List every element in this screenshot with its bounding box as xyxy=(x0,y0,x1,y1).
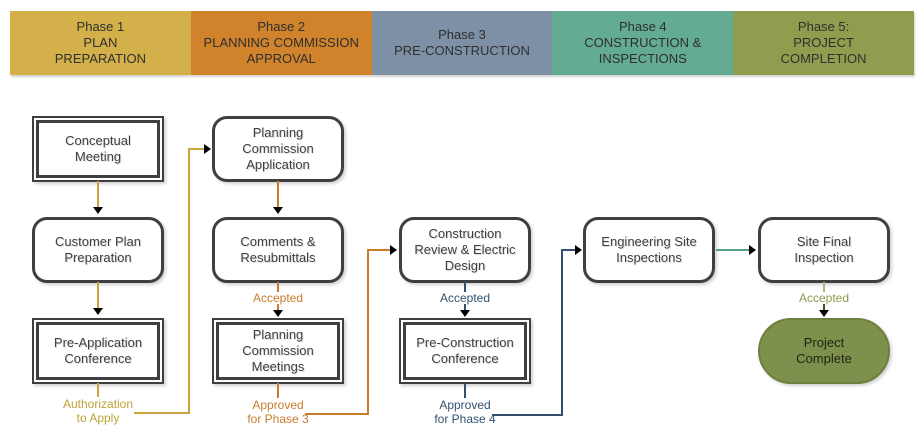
phase-band-5-line1: Phase 5: xyxy=(797,19,850,34)
connector-approved-p3-vertical xyxy=(367,249,369,415)
connector-approved-p3-horizontal xyxy=(305,413,369,415)
connector-sitefinal-to-accepted xyxy=(823,282,825,292)
label-approved-p3-line1: Approved xyxy=(252,398,304,412)
connector-application-to-comments xyxy=(277,181,279,207)
node-pre-construction-conference: Pre-Construction Conference xyxy=(399,318,531,384)
phase-band-3-line2: PRE-CONSTRUCTION xyxy=(394,43,530,58)
arrow-down-icon xyxy=(93,308,103,315)
label-authorization-line2: to Apply xyxy=(76,411,120,425)
phase-band-1: Phase 1 PLAN PREPARATION xyxy=(10,11,191,75)
phase-band-3-line1: Phase 3 xyxy=(438,27,486,42)
phase-band-1-line3: PREPARATION xyxy=(54,51,147,66)
connector-preconstruction-to-approved xyxy=(464,383,466,398)
node-pre-application-conference-label: Pre-Application Conference xyxy=(36,322,160,380)
label-approved-p4-line1: Approved xyxy=(439,398,491,412)
arrow-down-icon xyxy=(460,310,470,317)
node-engineering-site-inspections: Engineering Site Inspections xyxy=(583,217,715,283)
phase-header: Phase 1 PLAN PREPARATION Phase 2 PLANNIN… xyxy=(10,11,914,75)
connector-authorization-vertical xyxy=(188,148,190,414)
label-approved-for-phase-3: Approved for Phase 3 xyxy=(226,398,330,426)
phase-band-2-line3: APPROVAL xyxy=(246,51,316,66)
connector-preapp-to-authorization xyxy=(97,383,99,397)
phase-band-1-line1: Phase 1 xyxy=(76,19,125,34)
label-approved-p4-line2: for Phase 4 xyxy=(434,412,496,426)
arrow-down-icon xyxy=(273,310,283,317)
node-planning-commission-meetings: Planning Commission Meetings xyxy=(212,318,344,384)
connector-engineering-to-sitefinal xyxy=(716,249,750,251)
connector-into-construction-review xyxy=(369,249,390,251)
phase-band-5-line2: PROJECT xyxy=(793,35,854,50)
node-project-complete: Project Complete xyxy=(758,318,890,384)
connector-accepted-to-preconstruction xyxy=(464,304,466,310)
phase-band-2-line1: Phase 2 xyxy=(257,19,306,34)
connector-accepted-to-meetings xyxy=(277,304,279,310)
label-authorization-line1: Authorization xyxy=(62,397,134,411)
connector-approved-p4-horizontal xyxy=(492,414,563,416)
label-approved-p3-line2: for Phase 3 xyxy=(247,412,309,426)
phase-band-1-line2: PLAN xyxy=(83,35,118,50)
arrow-down-icon xyxy=(819,310,829,317)
arrow-right-icon xyxy=(204,144,211,154)
connector-customer-to-preapp xyxy=(97,282,99,308)
label-accepted-phase2: Accepted xyxy=(252,291,304,305)
phase-band-5-line3: COMPLETION xyxy=(780,51,867,66)
node-customer-plan-preparation: Customer Plan Preparation xyxy=(32,217,164,283)
node-planning-commission-meetings-label: Planning Commission Meetings xyxy=(216,322,340,380)
node-comments-resubmittals: Comments & Resubmittals xyxy=(212,217,344,283)
arrow-right-icon xyxy=(390,245,397,255)
connector-conceptual-to-customer xyxy=(97,181,99,207)
phase-band-4-line1: Phase 4 xyxy=(618,19,667,34)
label-accepted-phase5: Accepted xyxy=(798,291,850,305)
phase-band-4-line3: INSPECTIONS xyxy=(598,51,687,66)
connector-review-to-accepted xyxy=(464,282,466,292)
connector-approved-p4-vertical xyxy=(561,249,563,416)
label-approved-for-phase-4: Approved for Phase 4 xyxy=(413,398,517,426)
node-pre-construction-conference-label: Pre-Construction Conference xyxy=(403,322,527,380)
arrow-right-icon xyxy=(749,245,756,255)
connector-accepted-to-complete xyxy=(823,304,825,310)
phase-band-2: Phase 2 PLANNING COMMISSION APPROVAL xyxy=(190,11,372,75)
connector-into-engineering xyxy=(563,249,576,251)
node-pre-application-conference: Pre-Application Conference xyxy=(32,318,164,384)
connector-into-pc-application xyxy=(190,148,204,150)
connector-meetings-to-approved xyxy=(277,383,279,398)
phase-band-5: Phase 5: PROJECT COMPLETION xyxy=(733,11,914,75)
connector-authorization-horizontal xyxy=(134,412,190,414)
phase-band-4: Phase 4 CONSTRUCTION & INSPECTIONS xyxy=(552,11,734,75)
label-authorization-to-apply: Authorization to Apply xyxy=(46,397,150,425)
arrow-right-icon xyxy=(575,245,582,255)
label-accepted-phase3: Accepted xyxy=(439,291,491,305)
node-conceptual-meeting-label: Conceptual Meeting xyxy=(36,120,160,178)
node-planning-commission-application: Planning Commission Application xyxy=(212,116,344,182)
phase-band-4-line2: CONSTRUCTION & xyxy=(584,35,702,50)
phase-band-3: Phase 3 PRE-CONSTRUCTION xyxy=(371,11,553,75)
arrow-down-icon xyxy=(273,207,283,214)
node-site-final-inspection: Site Final Inspection xyxy=(758,217,890,283)
arrow-down-icon xyxy=(93,207,103,214)
phase-band-2-line2: PLANNING COMMISSION xyxy=(203,35,359,50)
node-conceptual-meeting: Conceptual Meeting xyxy=(32,116,164,182)
node-construction-review-electric-design: Construction Review & Electric Design xyxy=(399,217,531,283)
connector-comments-to-accepted xyxy=(277,282,279,292)
